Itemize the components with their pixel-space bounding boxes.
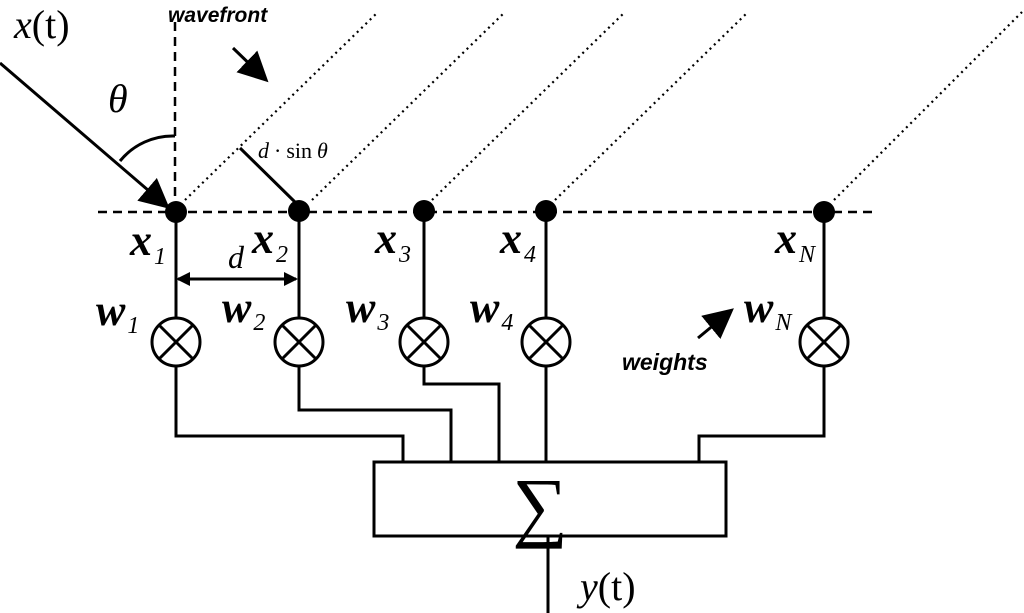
summer-input-wires: [174, 366, 826, 462]
wavefront-ray: [311, 11, 506, 201]
wavefront-arrow: [231, 46, 269, 83]
multiplier-icon: [520, 316, 572, 368]
weight-labels: w1 w2 w3 w4 wN: [96, 283, 793, 339]
sensor-labels: x1 x2 x3 x4 xN: [129, 214, 817, 270]
sensor-node: [288, 200, 310, 222]
wavefront-ray: [833, 11, 1023, 201]
sensor-node: [165, 201, 187, 223]
wavefront-ray: [554, 11, 749, 201]
multiplier-icon: [798, 316, 850, 368]
wavefront-ray: [431, 11, 626, 201]
spacing-arrow-right-head: [284, 272, 298, 286]
incident-ray: [0, 61, 170, 209]
wavefront-ray: [184, 11, 379, 201]
sensor-node: [813, 201, 835, 223]
sensor-label: x4: [499, 214, 536, 268]
weights-label: weights: [622, 349, 708, 375]
weight-label: w3: [346, 283, 389, 336]
sensor-node: [413, 200, 435, 222]
sensor-label: x1: [129, 216, 166, 270]
multiplier-icon: [398, 316, 450, 368]
angle-arc: [118, 134, 176, 162]
sensor-node: [535, 200, 557, 222]
sensor-lines: [174, 212, 826, 318]
multipliers: [150, 316, 850, 368]
signal-label: x(t): [13, 2, 70, 47]
wavefront-rays: [184, 11, 1023, 201]
weight-label: w2: [222, 283, 265, 336]
sensor-label: x3: [374, 214, 411, 268]
angle-label: θ: [108, 76, 128, 121]
wavefront-label: wavefront: [168, 4, 268, 27]
spacing-arrow-left-head: [176, 272, 190, 286]
sensor-label: x2: [251, 214, 288, 268]
summer-block: [372, 460, 728, 538]
weights-arrow: [697, 308, 734, 340]
sensor-nodes: [165, 200, 835, 223]
delay-segment: [238, 146, 299, 206]
weight-label: w4: [470, 283, 513, 336]
spacing-label: d: [228, 239, 245, 275]
weight-label: w1: [96, 286, 139, 339]
summer-symbol: ∑: [512, 462, 568, 549]
multiplier-icon: [150, 316, 202, 368]
weight-label: wN: [744, 283, 793, 336]
output-label: y(t): [576, 564, 636, 609]
sensor-label: xN: [774, 214, 817, 268]
multiplier-icon: [273, 316, 325, 368]
